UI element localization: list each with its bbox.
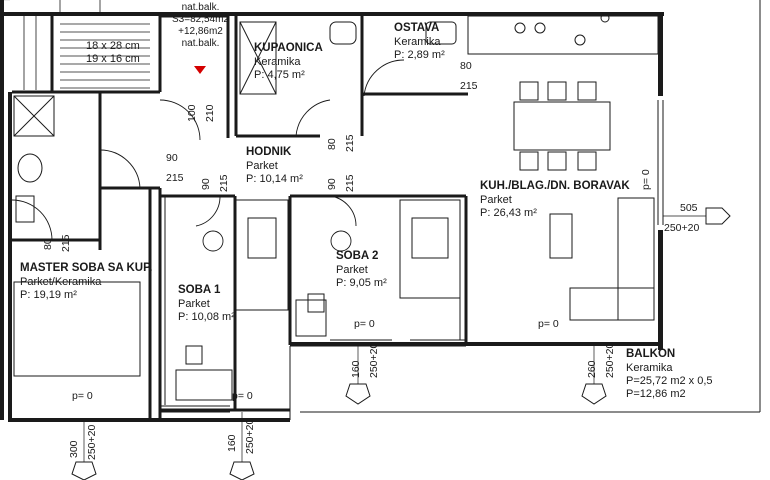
dim-260: 260 bbox=[586, 360, 598, 378]
dim-505: 505 bbox=[680, 202, 698, 214]
kupaonica-label: KUPAONICA Keramika P: 4,75 m² bbox=[254, 42, 323, 82]
dim-300: 300 bbox=[68, 440, 80, 458]
balkon-floor: Keramika bbox=[626, 361, 673, 374]
dim-80c: 80 bbox=[42, 238, 54, 250]
balkon-area1: P=25,72 m2 x 0,5 bbox=[626, 374, 713, 387]
soba1-name: SOBA 1 bbox=[178, 284, 221, 296]
boravak-label: KUH./BLAG./DN. BORAVAK Parket P: 26,43 m… bbox=[480, 180, 630, 220]
dim-215a: 215 bbox=[166, 172, 184, 184]
section-markers bbox=[71, 207, 731, 480]
dim-250d: 250+20 bbox=[86, 424, 98, 460]
sofa bbox=[549, 197, 655, 321]
hodnik-label: HODNIK Parket P: 10,14 m² bbox=[246, 146, 303, 186]
dim-215d: 215 bbox=[60, 234, 72, 252]
master-area: P: 19,19 m² bbox=[20, 288, 77, 301]
kitchen-counter bbox=[425, 13, 659, 55]
bathroom-fixtures bbox=[13, 21, 357, 223]
dim-80a: 80 bbox=[326, 138, 338, 150]
level-p3: p= 0 bbox=[354, 318, 375, 330]
soba1-label: SOBA 1 Parket P: 10,08 m² bbox=[178, 284, 235, 324]
total-line3: +12,86m2 bbox=[178, 26, 223, 37]
dimension-lines bbox=[83, 215, 706, 462]
level-p2: p= 0 bbox=[232, 390, 253, 402]
balkon-name: BALKON bbox=[626, 348, 676, 360]
kupaonica-name: KUPAONICA bbox=[254, 42, 323, 54]
dim-210: 210 bbox=[204, 104, 216, 122]
ostava-name: OSTAVA bbox=[394, 22, 440, 34]
dim-215e: 215 bbox=[218, 174, 230, 192]
dining-table bbox=[513, 81, 611, 171]
level-p5: p= 0 bbox=[640, 169, 652, 190]
ostava-floor: Keramika bbox=[394, 35, 441, 48]
boravak-name: KUH./BLAG./DN. BORAVAK bbox=[480, 180, 630, 192]
dim-160a: 160 bbox=[350, 360, 362, 378]
hodnik-floor: Parket bbox=[246, 159, 278, 172]
dim-100: 100 bbox=[186, 104, 198, 122]
hodnik-area: P: 10,14 m² bbox=[246, 172, 303, 185]
total-area-note: nat.balk. S3=82,54m2 +12,86m2 nat.balk. bbox=[172, 2, 229, 50]
boravak-area: P: 26,43 m² bbox=[480, 206, 537, 219]
dim-215b: 215 bbox=[344, 134, 356, 152]
master-floor: Parket/Keramika bbox=[20, 275, 102, 288]
hodnik-name: HODNIK bbox=[246, 146, 292, 158]
soba2-label: SOBA 2 Parket P: 9,05 m² bbox=[336, 250, 387, 290]
kupaonica-floor: Keramika bbox=[254, 55, 301, 68]
ostava-area: P: 2,89 m² bbox=[394, 48, 445, 61]
master-label: MASTER SOBA SA KUP. Parket/Keramika P: 1… bbox=[20, 262, 152, 302]
entrance-marker bbox=[194, 66, 206, 74]
dim-215f: 215 bbox=[344, 174, 356, 192]
dim-90a: 90 bbox=[166, 152, 178, 164]
dim-215c: 215 bbox=[460, 80, 478, 92]
total-line4: nat.balk. bbox=[181, 38, 220, 49]
staircase bbox=[23, 0, 150, 90]
kupaonica-area: P: 4,75 m² bbox=[254, 68, 305, 81]
stair-line1: 18 x 28 cm bbox=[86, 40, 140, 52]
soba2-floor: Parket bbox=[336, 263, 368, 276]
dim-90b: 90 bbox=[200, 178, 212, 190]
dim-160b: 160 bbox=[226, 434, 238, 452]
stair-line2: 19 x 16 cm bbox=[86, 53, 140, 66]
desks bbox=[175, 293, 327, 401]
dim-80b: 80 bbox=[460, 60, 472, 72]
dim-250e: 250+20 bbox=[244, 418, 256, 454]
soba1-floor: Parket bbox=[178, 297, 210, 310]
dim-250c: 250+20 bbox=[604, 342, 616, 378]
windows bbox=[160, 100, 664, 413]
boravak-floor: Parket bbox=[480, 193, 512, 206]
total-line1: nat.balk. bbox=[181, 2, 220, 13]
dim-90c: 90 bbox=[326, 178, 338, 190]
thin-partitions bbox=[149, 196, 461, 405]
soba2-area: P: 9,05 m² bbox=[336, 276, 387, 289]
dim-250b: 250+20 bbox=[368, 342, 380, 378]
soba2-name: SOBA 2 bbox=[336, 250, 379, 262]
balkon-area2: P=12,86 m2 bbox=[626, 387, 686, 400]
balcony-edge bbox=[289, 0, 761, 420]
ostava-label: OSTAVA Keramika P: 2,89 m² bbox=[394, 22, 445, 62]
door-swings bbox=[11, 59, 405, 252]
level-p4: p= 0 bbox=[538, 318, 559, 330]
dim-250a: 250+20 bbox=[664, 222, 700, 234]
level-p1: p= 0 bbox=[72, 390, 93, 402]
stair-note: 18 x 28 cm 19 x 16 cm bbox=[86, 40, 140, 66]
soba1-area: P: 10,08 m² bbox=[178, 310, 235, 323]
balkon-label: BALKON Keramika P=25,72 m2 x 0,5 P=12,86… bbox=[626, 348, 713, 400]
master-name: MASTER SOBA SA KUP. bbox=[20, 262, 153, 274]
total-line2: S3=82,54m2 bbox=[172, 14, 229, 25]
